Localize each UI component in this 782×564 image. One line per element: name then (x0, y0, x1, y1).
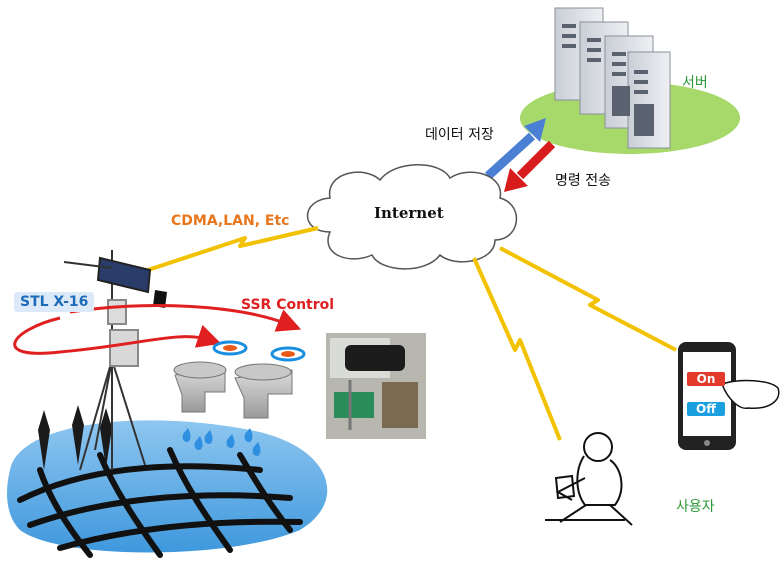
valve-icon (173, 340, 306, 456)
ssr-control-label: SSR Control (241, 297, 335, 313)
user-label: 사용자 (676, 499, 715, 515)
command-send-label: 명령 전송 (555, 173, 611, 189)
field-icon (7, 405, 328, 558)
internet-label: Internet (374, 204, 444, 222)
device-label: STL X-16 (14, 292, 95, 312)
ssr-control-line (13, 304, 302, 355)
pump-photo (326, 333, 426, 439)
server-label: 서버 (682, 75, 708, 91)
data-store-label: 데이터 저장 (425, 127, 494, 143)
server-icon (520, 7, 740, 154)
off-button[interactable]: Off (687, 402, 725, 416)
smartphone-icon (678, 342, 780, 450)
network-label: CDMA,LAN, Etc (171, 213, 290, 229)
link-field-internet (147, 226, 319, 272)
user-icon (545, 432, 633, 526)
link-internet-phone (499, 246, 677, 352)
weather-station-icon (63, 250, 167, 471)
command-arrow (504, 140, 556, 192)
data-upload-arrow (484, 118, 546, 180)
internet-cloud (306, 164, 517, 270)
link-internet-user (472, 257, 562, 441)
on-button[interactable]: On (687, 372, 725, 386)
